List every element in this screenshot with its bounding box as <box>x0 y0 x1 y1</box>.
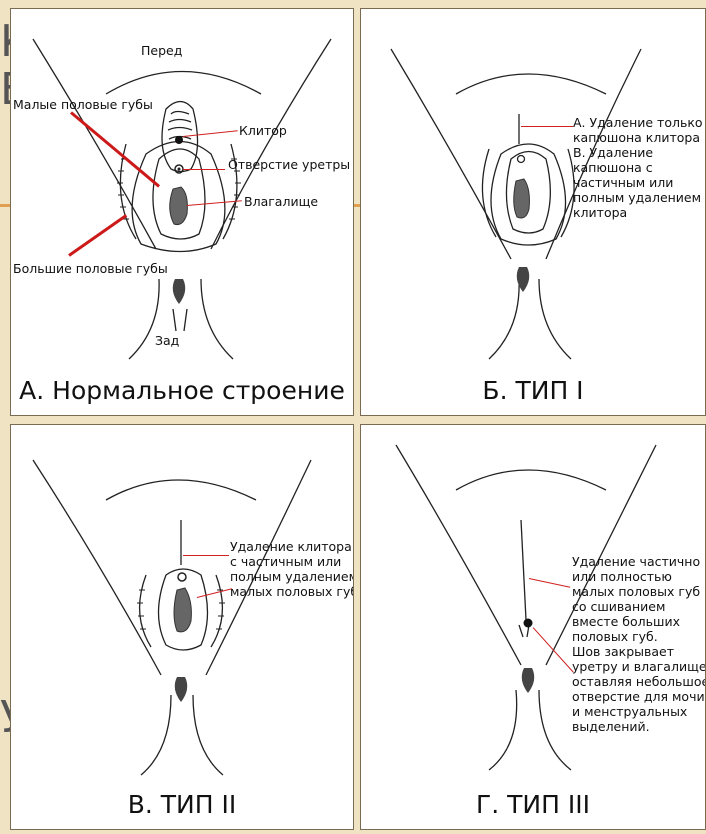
vagina-marker <box>170 187 188 225</box>
desc-line: клитора <box>573 205 703 220</box>
desc-line: и менструальных <box>572 704 706 719</box>
caption-type-2: В. ТИП II <box>11 790 353 819</box>
desc-line: со сшиванием <box>572 599 706 614</box>
type-1-desc: А. Удаление только капюшона клитора В. У… <box>573 115 703 220</box>
anus-marker <box>522 668 535 693</box>
desc-line: Удаление клитора <box>230 539 354 554</box>
desc-line: Шов закрывает <box>572 644 706 659</box>
desc-line: полным удалением <box>573 190 703 205</box>
opening-marker <box>524 619 533 628</box>
desc-line: уретру и влагалище, <box>572 659 706 674</box>
desc-line: отверстие для мочи <box>572 689 706 704</box>
desc-line: или полностью <box>572 569 706 584</box>
type-2-drawing <box>11 425 353 829</box>
major-labia-label: Большие половые губы <box>13 261 168 276</box>
desc-line: В. Удаление <box>573 145 703 160</box>
pointer-line <box>521 126 573 127</box>
clitoris-label: Клитор <box>239 123 287 138</box>
desc-line: частичным или <box>573 175 703 190</box>
type-2-desc: Удаление клитора с частичным или полным … <box>230 539 354 599</box>
desc-line: половых губ. <box>572 629 706 644</box>
desc-line: А. Удаление только <box>573 115 703 130</box>
desc-line: выделений. <box>572 719 706 734</box>
front-label: Перед <box>141 43 182 58</box>
desc-line: полным удалением <box>230 569 354 584</box>
vagina-marker <box>514 179 530 218</box>
vagina-marker <box>174 588 191 632</box>
desc-line: малых половых губ <box>230 584 354 599</box>
panel-type-2: Удаление клитора с частичным или полным … <box>10 424 354 830</box>
normal-anatomy-drawing <box>11 9 353 415</box>
panel-type-1: А. Удаление только капюшона клитора В. У… <box>360 8 706 416</box>
urethra-label: Отверстие уретры <box>228 157 350 172</box>
desc-line: Удаление частично <box>572 554 706 569</box>
vagina-label: Влагалище <box>244 194 318 209</box>
desc-line: малых половых губ <box>572 584 706 599</box>
caption-type-1: Б. ТИП I <box>361 376 705 405</box>
caption-type-3: Г. ТИП III <box>361 790 705 819</box>
pointer-line <box>183 555 229 556</box>
desc-line: капюшона клитора <box>573 130 703 145</box>
pointer-line <box>183 169 225 170</box>
panel-type-3: Удаление частично или полностью малых по… <box>360 424 706 830</box>
anus-marker <box>173 279 186 304</box>
back-label: Зад <box>155 333 179 348</box>
desc-line: с частичным или <box>230 554 354 569</box>
caption-normal: А. Нормальное строение <box>11 376 353 405</box>
anus-marker <box>175 677 188 702</box>
desc-line: вместе больших <box>572 614 706 629</box>
desc-line: капюшона с <box>573 160 703 175</box>
clitoris-marker <box>175 136 183 144</box>
minor-labia-label: Малые половые губы <box>13 97 153 112</box>
panel-normal: Перед Малые половые губы Клитор Отверсти… <box>10 8 354 416</box>
desc-line: оставляя небольшое <box>572 674 706 689</box>
type-3-desc: Удаление частично или полностью малых по… <box>572 554 706 734</box>
